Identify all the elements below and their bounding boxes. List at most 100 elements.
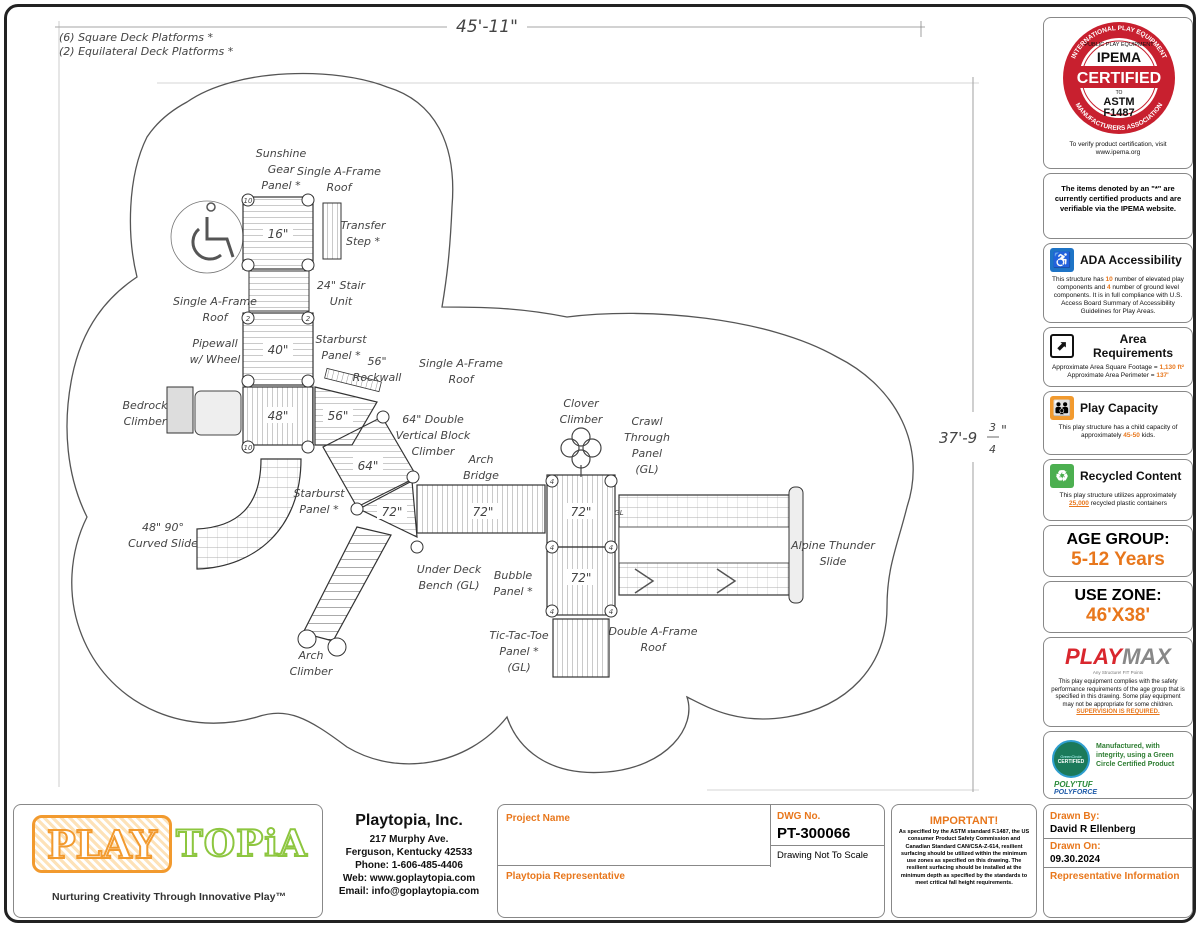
svg-text:Bench (GL): Bench (GL) [418, 579, 479, 592]
company-info: Playtopia, Inc. 217 Murphy Ave. Ferguson… [329, 813, 489, 898]
label-curved-slide: 48" 90°Curved Slide [128, 521, 198, 550]
company-email: Email: info@goplaytopia.com [338, 886, 480, 897]
svg-text:Bubble: Bubble [494, 569, 533, 582]
deck-posts [241, 193, 618, 618]
important-text: As specified by the ASTM standard F.1487… [898, 829, 1030, 887]
post-label: 10 [244, 197, 253, 205]
deck-72-upper: 72" [546, 474, 616, 548]
dwg-label: DWG No. [777, 811, 821, 822]
green-circle-text: Manufactured, with integrity, using a Gr… [1096, 743, 1175, 768]
use-zone-outline [66, 72, 914, 774]
age-group-card: AGE GROUP: 5-12 Years [1043, 525, 1193, 577]
age-group-title: AGE GROUP: [1066, 531, 1170, 548]
area-sqft: Approximate Area Square Footage = 1,130 … [1051, 364, 1185, 371]
arch-climber [297, 526, 392, 657]
recycled-header: ♻Recycled Content [1044, 460, 1192, 492]
sidebar: PUBLIC PLAY EQUIPMENT IPEMA CERTIFIED TO… [1043, 17, 1193, 802]
svg-text:Transfer: Transfer [341, 219, 387, 232]
svg-text:Alpine Thunder: Alpine Thunder [790, 539, 876, 552]
deck-72-upper-label: 72" [571, 505, 592, 519]
ipema-line-f: F1487 [1103, 107, 1134, 119]
ipema-card: PUBLIC PLAY EQUIPMENT IPEMA CERTIFIED TO… [1043, 17, 1193, 169]
ipema-seal: PUBLIC PLAY EQUIPMENT IPEMA CERTIFIED TO… [1063, 22, 1175, 134]
deck-40-label: 40" [268, 343, 289, 357]
arch-bridge-label: 72" [473, 505, 494, 519]
post-label: 4 [609, 544, 613, 552]
ada-text: This structure has 10 number of elevated… [1052, 276, 1184, 315]
playtopia-logo-topia: TOPiA [175, 822, 308, 866]
deck-48-label: 48" [268, 409, 289, 423]
bedrock-rock [194, 390, 242, 436]
project-name-label: Project Name [506, 813, 570, 824]
svg-text:Vertical Block: Vertical Block [396, 429, 471, 442]
svg-text:Climber: Climber [412, 445, 456, 458]
expand-arrow-icon: ⬈ [1050, 334, 1074, 358]
age-group-value: 5-12 Years [1071, 549, 1165, 570]
svg-text:24" Stair: 24" Stair [317, 279, 367, 292]
deck-16-label: 16" [268, 227, 289, 241]
svg-text:Bedrock: Bedrock [123, 399, 169, 412]
playtopia-tagline: Nurturing Creativity Through Innovative … [52, 891, 286, 903]
deck-note-equilateral: (2) Equilateral Deck Platforms * [59, 45, 234, 58]
dwg-number: PT-300066 [777, 825, 851, 842]
capacity-header: 👪Play Capacity [1044, 392, 1192, 424]
company-web: Web: www.goplaytopia.com [342, 873, 476, 884]
playtopia-logo-play: PLAY [32, 815, 172, 873]
svg-text:Unit: Unit [330, 295, 353, 308]
capacity-title: Play Capacity [1080, 401, 1159, 415]
svg-text:Crawl: Crawl [632, 415, 663, 428]
ada-ground-count: 4 [1106, 284, 1111, 291]
deck-40: 40" [242, 312, 314, 386]
svg-text:Starburst: Starburst [315, 333, 367, 346]
company-address2: Ferguson, Kentucky 42533 [345, 847, 473, 858]
svg-text:Roof: Roof [641, 641, 668, 654]
bedrock-climber [166, 386, 194, 434]
recycled-card: ♻Recycled Content This play structure ut… [1043, 459, 1193, 521]
playmax-logo: PLAYMAX [1065, 644, 1171, 669]
playmax-card: PLAYMAX Any Structure! FIT Points This p… [1043, 637, 1193, 727]
svg-text:64" Double: 64" Double [402, 413, 464, 426]
svg-text:Sunshine: Sunshine [256, 147, 307, 160]
deck-16: 16" [242, 196, 314, 270]
drawn-divider-2 [1044, 867, 1192, 868]
svg-text:Climber: Climber [124, 415, 168, 428]
polytuf-logo: POLY'TUF [1054, 780, 1093, 789]
post-label: 4 [550, 478, 554, 486]
project-card: Project Name Playtopia Representative DW… [497, 804, 885, 918]
svg-text:Through: Through [624, 431, 670, 444]
svg-text:Rockwall: Rockwall [353, 371, 402, 384]
drawn-by-label: Drawn By: [1050, 811, 1100, 822]
deck-64-label: 64" [358, 459, 379, 473]
drawn-divider [1044, 838, 1192, 839]
ada-header: ♿ADA Accessibility [1044, 244, 1192, 276]
project-divider [498, 865, 770, 866]
drawn-card: Drawn By: David R Ellenberg Drawn On: 09… [1043, 804, 1193, 918]
svg-text:Tic-Tac-Toe: Tic-Tac-Toe [489, 629, 549, 642]
post-label: 10 [244, 444, 253, 452]
area-header: ⬈Area Requirements [1044, 328, 1192, 364]
capacity-card: 👪Play Capacity This play structure has a… [1043, 391, 1193, 455]
svg-text:(GL): (GL) [635, 463, 658, 476]
drawn-on-value: 09.30.2024 [1050, 854, 1101, 865]
ipema-line-a: PUBLIC PLAY EQUIPMENT [1084, 42, 1154, 48]
svg-text:Roof: Roof [327, 181, 354, 194]
use-zone-card: USE ZONE: 46'X38' [1043, 581, 1193, 633]
width-dimension: 45'-11" [55, 17, 925, 787]
ipema-line-d: TO [1116, 90, 1123, 96]
use-zone-value: 46'X38' [1086, 605, 1150, 626]
svg-text:Gear: Gear [268, 163, 296, 176]
svg-text:Starburst: Starburst [293, 487, 345, 500]
post-label: 4 [550, 608, 554, 616]
